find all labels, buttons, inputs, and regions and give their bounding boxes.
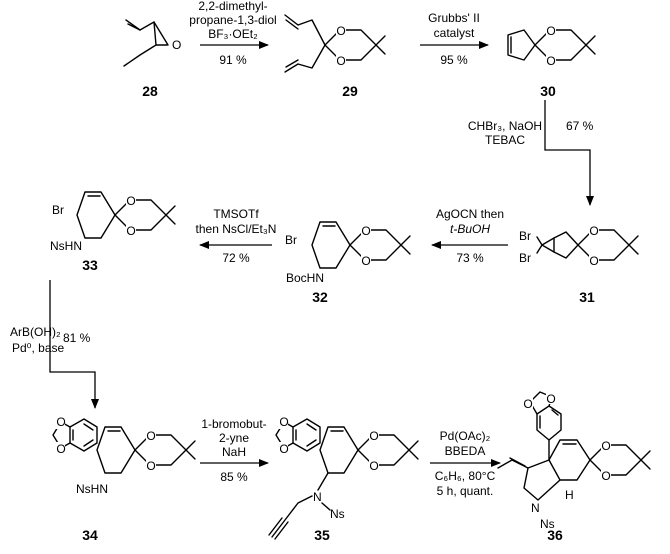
atom-o-1: O xyxy=(523,397,532,411)
molecule-29: 29 xyxy=(284,14,386,99)
conditions-step-6: ArB(OH)₂ Pd⁰, base 81 % xyxy=(10,325,91,355)
atom-ns: Ns xyxy=(540,517,555,531)
step7-line1: 1-bromobut- xyxy=(201,417,266,431)
step8-line4: 5 h, quant. xyxy=(437,484,494,498)
atom-h: H xyxy=(565,488,574,502)
step3-yield: 67 % xyxy=(566,119,594,133)
step6-line2: Pd⁰, base xyxy=(12,341,65,355)
compound-number-30: 30 xyxy=(540,83,556,99)
compound-number-31: 31 xyxy=(579,289,595,305)
step1-line1: 2,2-dimethyl- xyxy=(198,0,267,13)
conditions-step-1: 2,2-dimethyl- propane-1,3-diol BF₃·OEt₂ … xyxy=(189,0,276,67)
atom-o: O xyxy=(172,38,181,52)
molecule-33: Br NsHN 33 xyxy=(50,191,176,273)
atom-br-1: Br xyxy=(519,229,531,243)
step2-line2: catalyst xyxy=(434,26,475,40)
molecule-36: O O N Ns H 36 xyxy=(497,391,651,543)
step3-line2: TEBAC xyxy=(485,133,525,147)
molecule-28: O 28 xyxy=(123,19,181,99)
molecule-30: 30 xyxy=(507,22,596,99)
atom-br: Br xyxy=(285,233,297,247)
step4-line2: t-BuOH xyxy=(450,222,490,236)
conditions-step-2: Grubbs' II catalyst 95 % xyxy=(428,11,480,67)
step6-line1: ArB(OH)₂ xyxy=(10,325,61,339)
step8-line1: Pd(OAc)₂ xyxy=(440,429,491,443)
atom-o-2: O xyxy=(546,392,555,406)
step8-line3: C₆H₆, 80°C xyxy=(435,469,496,483)
step2-yield: 95 % xyxy=(440,53,468,67)
compound-number-29: 29 xyxy=(342,83,358,99)
compound-number-33: 33 xyxy=(82,257,98,273)
compound-number-35: 35 xyxy=(314,527,330,543)
arrow-step-6 xyxy=(49,280,99,409)
step7-line2: 2-yne xyxy=(219,431,249,445)
step1-line2: propane-1,3-diol xyxy=(189,13,276,27)
molecule-35: N Ns 35 xyxy=(268,414,419,543)
compound-number-34: 34 xyxy=(82,527,98,543)
step1-yield: 91 % xyxy=(219,53,247,67)
arrow-step-3 xyxy=(544,100,594,206)
atom-n: N xyxy=(313,490,322,504)
molecule-32: Br BocHN 32 xyxy=(285,221,411,305)
atom-bochn: BocHN xyxy=(286,271,324,285)
step5-line1: TMSOTf xyxy=(213,207,259,221)
step7-yield: 85 % xyxy=(220,470,248,484)
step6-yield: 81 % xyxy=(63,331,91,345)
atom-n: N xyxy=(531,501,540,515)
conditions-step-5: TMSOTf then NsCl/Et₃N 72 % xyxy=(196,207,277,265)
step4-yield: 73 % xyxy=(456,251,484,265)
conditions-step-4: AgOCN then t-BuOH 73 % xyxy=(436,207,504,265)
step4-line1: AgOCN then xyxy=(436,207,504,221)
atom-ns: Ns xyxy=(330,507,345,521)
compound-number-36: 36 xyxy=(547,527,563,543)
atom-nshn: NsHN xyxy=(76,482,108,496)
atom-br: Br xyxy=(52,203,64,217)
step5-line2: then NsCl/Et₃N xyxy=(196,222,277,236)
step1-line3: BF₃·OEt₂ xyxy=(208,27,258,41)
compound-number-32: 32 xyxy=(312,289,328,305)
compound-number-28: 28 xyxy=(142,83,158,99)
step8-line2: BBEDA xyxy=(445,444,486,458)
step3-line1: CHBr₃, NaOH xyxy=(468,119,542,133)
molecule-34: NsHN 34 xyxy=(52,414,196,543)
conditions-step-7: 1-bromobut- 2-yne NaH 85 % xyxy=(201,417,266,484)
conditions-step-3: CHBr₃, NaOH TEBAC 67 % xyxy=(468,119,594,147)
step5-yield: 72 % xyxy=(222,251,250,265)
molecule-31: Br Br 31 xyxy=(519,222,639,305)
step7-line3: NaH xyxy=(222,445,246,459)
conditions-step-8: Pd(OAc)₂ BBEDA C₆H₆, 80°C 5 h, quant. xyxy=(435,429,496,498)
atom-nshn: NsHN xyxy=(50,239,82,253)
atom-br-2: Br xyxy=(519,251,531,265)
arrows xyxy=(49,41,594,467)
step2-line1: Grubbs' II xyxy=(428,11,480,25)
